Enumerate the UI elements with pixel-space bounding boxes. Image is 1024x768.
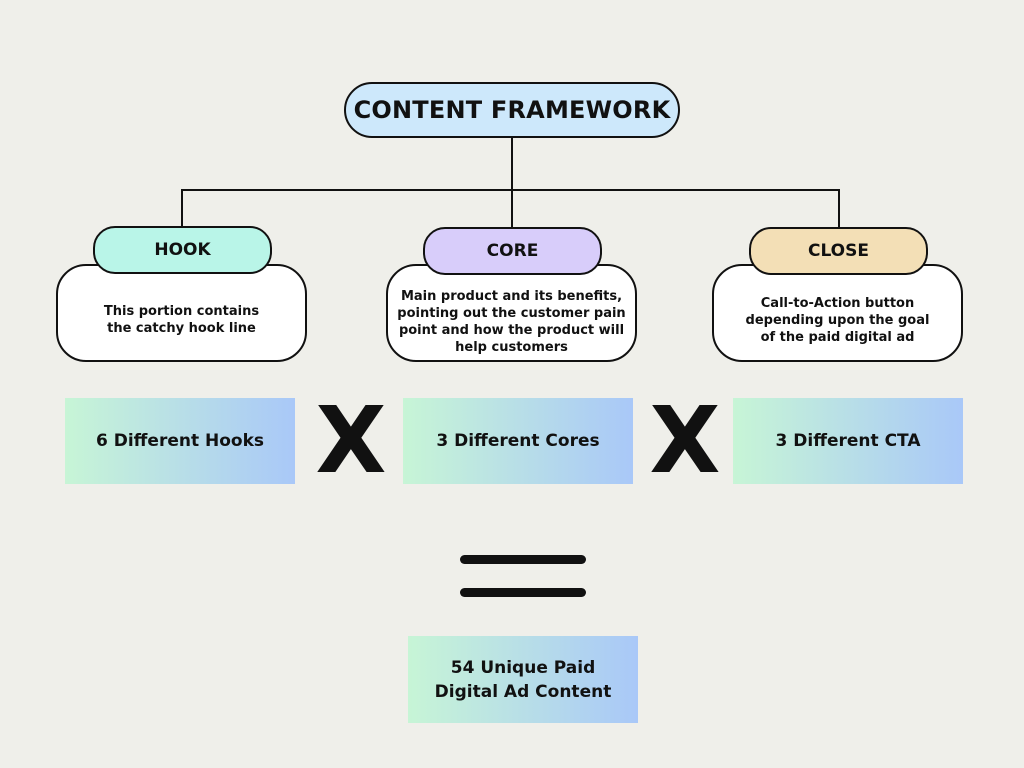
cta-quantity: 3 Different CTA	[733, 398, 963, 484]
hook-description: This portion contains the catchy hook li…	[56, 264, 307, 362]
equals-bar-top	[460, 555, 586, 564]
result-box: 54 Unique Paid Digital Ad Content	[408, 636, 638, 723]
core-description: Main product and its benefits, pointing …	[386, 264, 637, 362]
connector-close-down	[838, 189, 840, 229]
connector-hook-down	[181, 189, 183, 229]
connector-horizontal	[181, 189, 840, 191]
connector-title-down	[511, 138, 513, 190]
framework-title: CONTENT FRAMEWORK	[344, 82, 680, 138]
core-label: CORE	[423, 227, 602, 275]
hook-quantity: 6 Different Hooks	[65, 398, 295, 484]
equals-bar-bottom	[460, 588, 586, 597]
close-label: CLOSE	[749, 227, 928, 275]
hook-label: HOOK	[93, 226, 272, 274]
connector-core-down	[511, 189, 513, 229]
multiply-sign-1: X	[315, 387, 387, 494]
core-quantity: 3 Different Cores	[403, 398, 633, 484]
close-description: Call-to-Action button depending upon the…	[712, 264, 963, 362]
multiply-sign-2: X	[649, 387, 721, 494]
